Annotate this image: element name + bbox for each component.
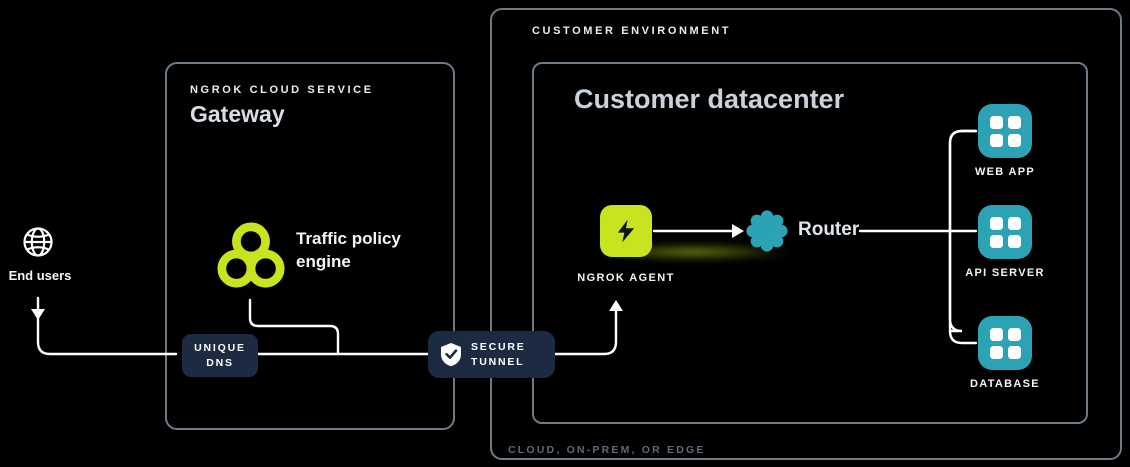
secure-tunnel-line1: SECURE <box>471 340 526 353</box>
edge-cluster-icon <box>216 218 286 294</box>
router-label: Router <box>798 219 860 240</box>
service-tile <box>978 316 1032 370</box>
edge-cluster-label: Traffic policy engine <box>296 228 401 274</box>
internet-label: End users <box>8 268 72 283</box>
ngrok-agent-label: NGROK AGENT <box>577 272 675 284</box>
service-label: WEB APP <box>974 166 1036 178</box>
router-gear-icon <box>744 208 790 254</box>
app-grid-icon <box>989 216 1003 230</box>
unique-dns-line2: DNS <box>206 356 234 369</box>
customer-network-box <box>490 8 1122 460</box>
edge-cluster-label-line1: Traffic policy <box>296 229 401 248</box>
customer-box-footnote: CLOUD, ON-PREM, OR EDGE <box>508 444 706 456</box>
service-tile <box>978 104 1032 158</box>
shield-check-icon <box>440 342 462 367</box>
service-label: API SERVER <box>965 267 1045 279</box>
customer-datacenter-title: Customer datacenter <box>574 84 845 114</box>
ngrok-agent-icon <box>600 205 652 257</box>
service-label: DATABASE <box>970 378 1040 390</box>
app-grid-icon <box>989 115 1003 129</box>
customer-datacenter-box <box>532 62 1088 424</box>
globe-icon <box>22 226 54 258</box>
service-tile <box>978 205 1032 259</box>
secure-tunnel-badge: SECURE TUNNEL <box>428 331 555 378</box>
app-grid-icon <box>989 327 1003 341</box>
lightning-bolt-icon <box>617 219 635 243</box>
cloud-box-eyebrow: NGROK CLOUD SERVICE <box>190 84 374 96</box>
secure-tunnel-line2: TUNNEL <box>471 355 525 368</box>
cloud-service-box <box>165 62 455 430</box>
customer-box-eyebrow: CUSTOMER ENVIRONMENT <box>532 25 732 37</box>
unique-dns-badge: UNIQUE DNS <box>182 334 258 377</box>
unique-dns-line1: UNIQUE <box>194 341 246 354</box>
cloud-box-title: Gateway <box>190 101 285 127</box>
edge-cluster-label-line2: engine <box>296 251 351 271</box>
arrow-down-icon <box>31 309 45 320</box>
secure-tunnel-label: SECURE TUNNEL <box>471 340 526 369</box>
